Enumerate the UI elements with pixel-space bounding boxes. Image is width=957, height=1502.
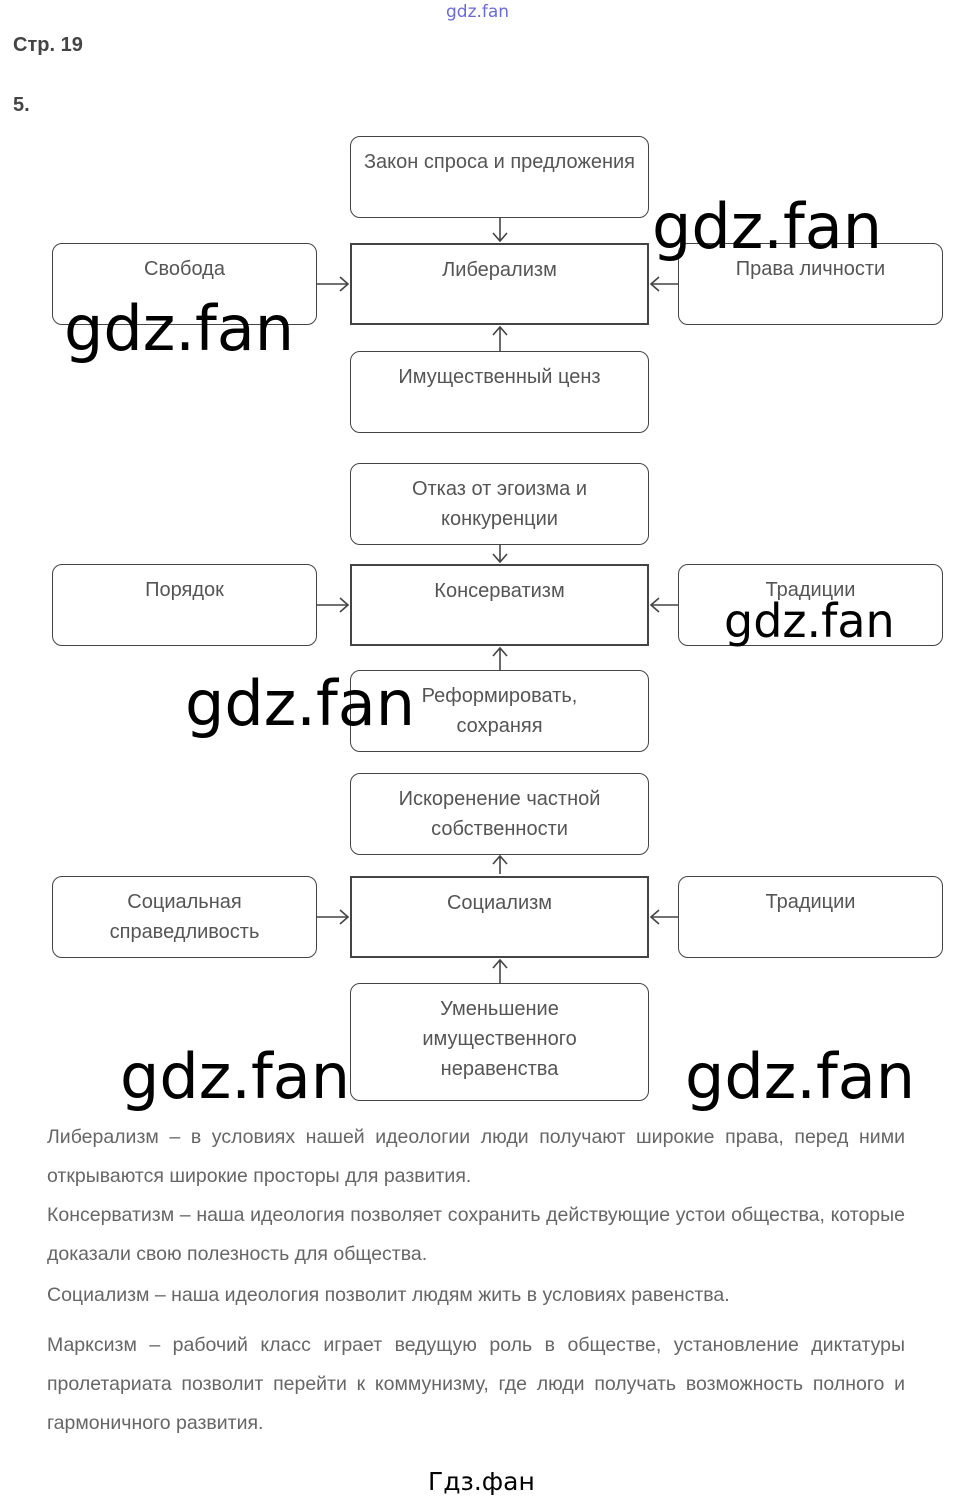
arrow-right-to-conservatism	[649, 597, 678, 613]
arrow-bottom-to-liberalism	[492, 325, 508, 351]
box-label: Искоренение частной собственности	[398, 788, 601, 840]
liberalism-right-box: Права личности	[678, 243, 943, 325]
arrow-right-to-socialism	[649, 909, 678, 925]
footer-mark: Гдз.фан	[428, 1467, 535, 1496]
box-label: Социализм	[446, 892, 553, 914]
socialism-left-box: Социальная справедливость	[52, 876, 317, 958]
paragraph-conservatism: Консерватизм – наша идеология позволяет …	[47, 1204, 905, 1265]
watermark: gdz.fan	[120, 1040, 351, 1113]
watermark: gdz.fan	[724, 594, 895, 648]
paragraph-socialism: Социализм – наша идеология позволит людя…	[47, 1284, 730, 1306]
arrow-top-to-liberalism	[492, 217, 508, 243]
arrow-bottom-to-conservatism	[492, 646, 508, 670]
socialism-center-box: Социализм	[350, 876, 649, 958]
watermark: gdz.fan	[652, 190, 883, 263]
arrow-socialism-to-top	[492, 854, 508, 874]
arrow-left-to-liberalism	[317, 276, 350, 292]
conservatism-left-box: Порядок	[52, 564, 317, 646]
arrow-left-to-socialism	[317, 909, 350, 925]
box-label: Уменьшение имущественного неравенства	[422, 998, 577, 1080]
liberalism-bottom-box: Имущественный ценз	[350, 351, 649, 433]
conservatism-bottom-box: Реформировать, сохраняя	[350, 670, 649, 752]
box-label: Порядок	[145, 579, 224, 601]
watermark: gdz.fan	[185, 667, 416, 740]
socialism-right-box: Традиции	[678, 876, 943, 958]
site-mark: gdz.fan	[446, 2, 510, 22]
conservatism-top-box: Отказ от эгоизма и конкуренции	[350, 463, 649, 545]
liberalism-left-box: Свобода	[52, 243, 317, 325]
paragraph-marxism: Марксизм – рабочий класс играет ведущую …	[47, 1334, 905, 1434]
box-label: Права личности	[735, 258, 886, 280]
conservatism-right-box: Традиции	[678, 564, 943, 646]
box-label: Традиции	[765, 579, 856, 601]
box-label: Имущественный ценз	[398, 366, 601, 388]
box-label: Социальная справедливость	[109, 891, 260, 943]
socialism-bottom-box: Уменьшение имущественного неравенства	[350, 983, 649, 1101]
arrow-bottom-to-socialism	[492, 958, 508, 983]
conservatism-center-box: Консерватизм	[350, 564, 649, 646]
arrow-left-to-conservatism	[317, 597, 350, 613]
paragraph-liberalism: Либерализм – в условиях нашей идеологии …	[47, 1126, 905, 1187]
liberalism-center-box: Либерализм	[350, 243, 649, 325]
task-number: 5.	[13, 94, 30, 116]
watermark: gdz.fan	[685, 1040, 916, 1113]
box-label: Свобода	[144, 258, 225, 280]
socialism-top-box: Искоренение частной собственности	[350, 773, 649, 855]
box-label: Консерватизм	[434, 580, 565, 602]
box-label: Реформировать, сохраняя	[421, 685, 578, 737]
watermark: gdz.fan	[64, 292, 295, 365]
box-label: Традиции	[765, 891, 856, 913]
box-label: Отказ от эгоизма и конкуренции	[411, 478, 588, 530]
page-number: Стр. 19	[13, 34, 83, 56]
liberalism-top-box: Закон спроса и предложения	[350, 136, 649, 218]
box-label: Либерализм	[442, 259, 557, 281]
box-label: Закон спроса и предложения	[363, 151, 636, 173]
arrow-top-to-conservatism	[492, 544, 508, 564]
arrow-right-to-liberalism	[649, 276, 678, 292]
